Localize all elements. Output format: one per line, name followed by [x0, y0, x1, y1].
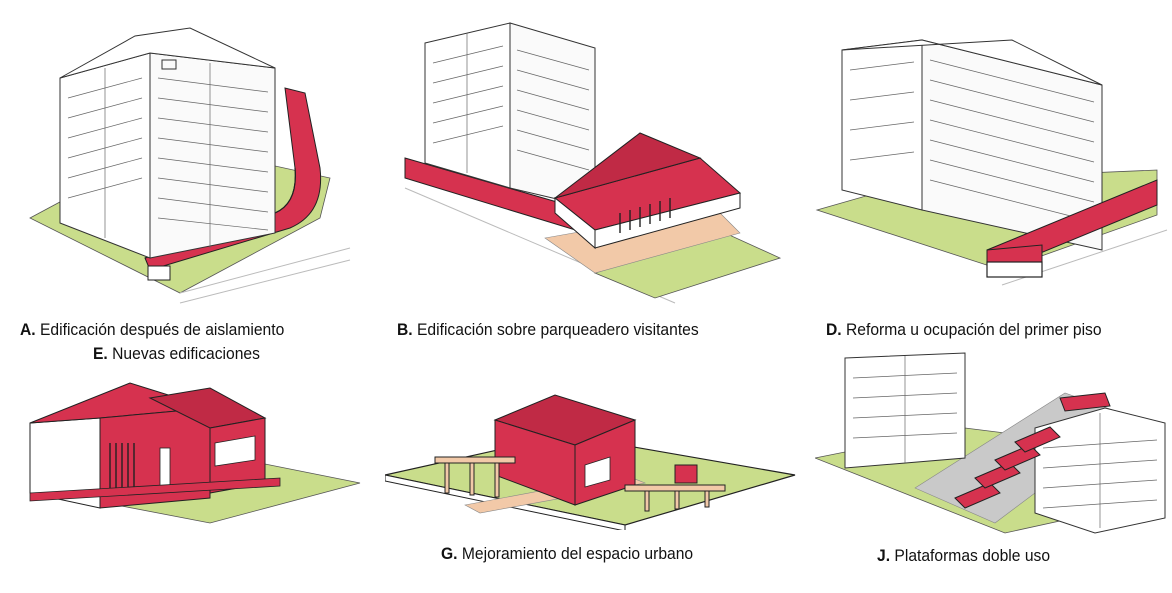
caption-a-title: Edificación después de aislamiento	[39, 320, 285, 339]
caption-j: J. Plataformas doble uso	[877, 546, 1050, 566]
caption-g: G. Mejoramiento del espacio urbano	[441, 544, 693, 564]
illustration-g	[385, 375, 805, 530]
caption-j-letter: J.	[877, 546, 891, 565]
illustration-b	[395, 8, 785, 308]
caption-a: A. Edificación después de aislamiento	[20, 320, 284, 340]
caption-a-letter: A.	[20, 320, 36, 339]
caption-d: D. Reforma u ocupación del primer piso	[826, 320, 1102, 340]
caption-b: B. Edificación sobre parqueadero visitan…	[397, 320, 699, 340]
illustration-e	[10, 368, 370, 528]
caption-d-title: Reforma u ocupación del primer piso	[845, 320, 1102, 339]
new-building-j	[954, 392, 1111, 509]
caption-b-title: Edificación sobre parqueadero visitantes	[416, 320, 699, 339]
tower-d	[841, 39, 923, 211]
illustration-j	[815, 348, 1170, 548]
caption-g-letter: G.	[441, 544, 458, 563]
pergola-g	[434, 456, 726, 512]
caption-b-letter: B.	[397, 320, 413, 339]
illustration-a	[20, 8, 360, 308]
caption-e-letter: E.	[93, 344, 108, 363]
caption-j-title: Plataformas doble uso	[894, 546, 1051, 565]
illustration-d	[812, 30, 1172, 310]
caption-e-title: Nuevas edificaciones	[112, 344, 260, 363]
caption-g-title: Mejoramiento del espacio urbano	[461, 544, 694, 563]
caption-d-letter: D.	[826, 320, 842, 339]
caption-e: E. Nuevas edificaciones	[93, 344, 260, 364]
